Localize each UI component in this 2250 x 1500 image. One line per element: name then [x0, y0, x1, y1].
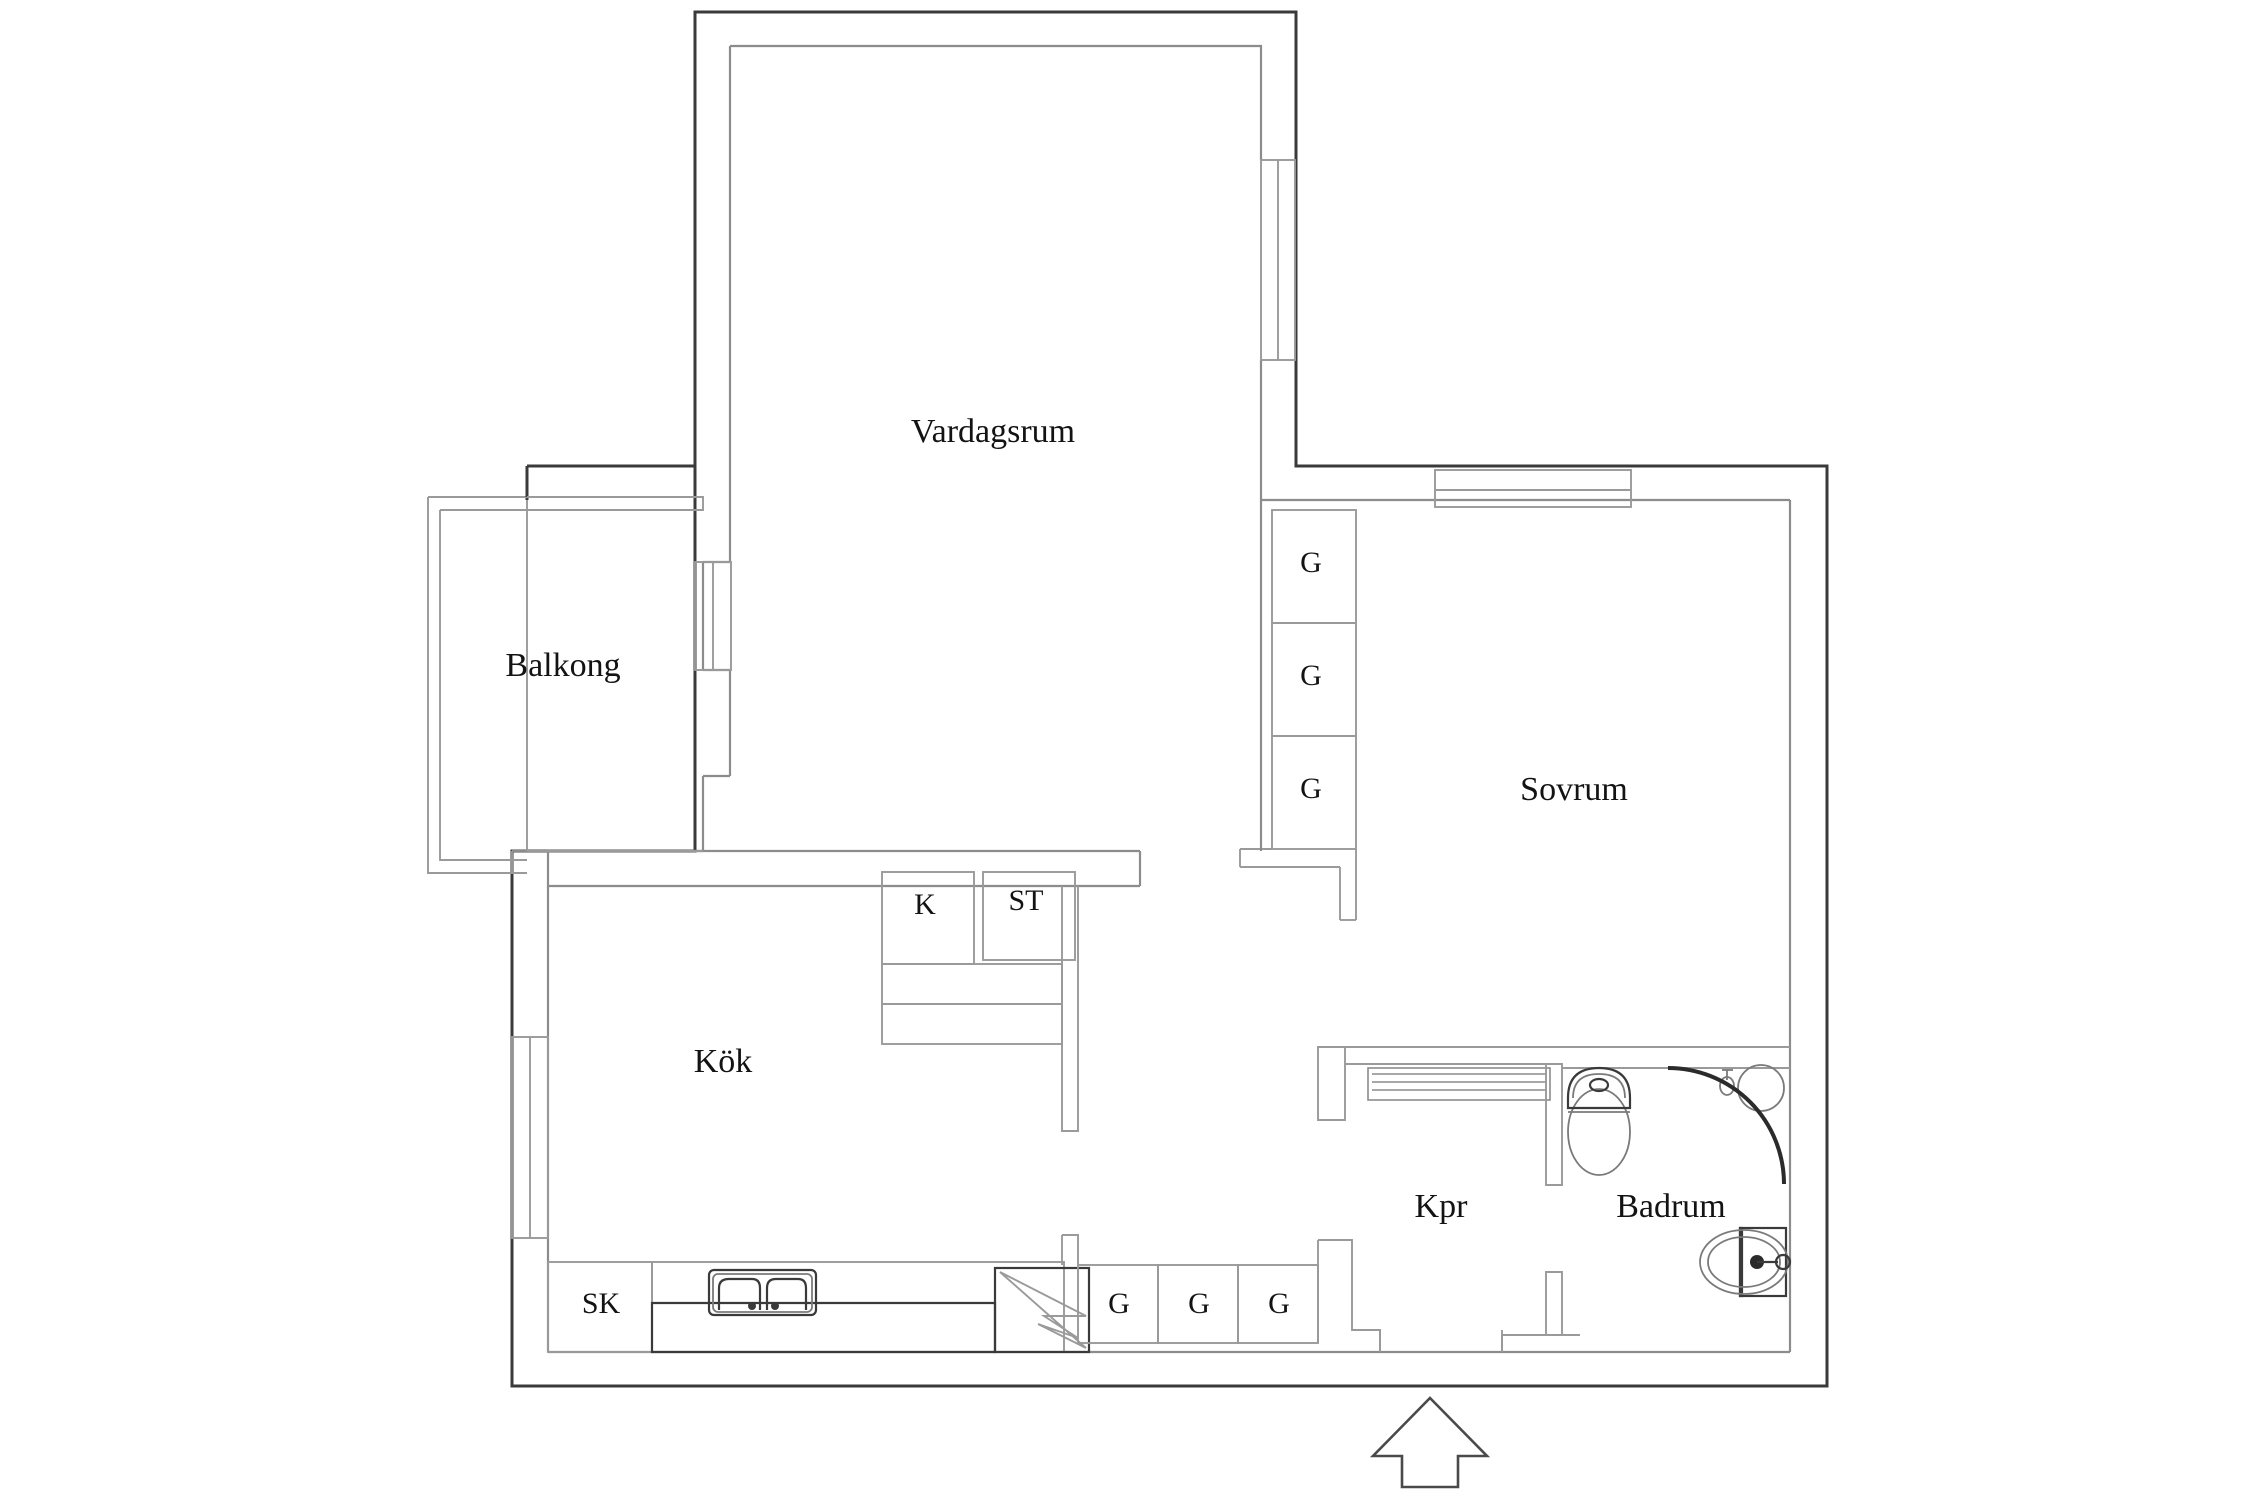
window-openings: [511, 159, 1632, 1239]
room-label-kok: Kök: [694, 1043, 753, 1080]
label-hall-wardrobe-3: G: [1268, 1287, 1290, 1320]
kitchen-window-west: [511, 1036, 549, 1239]
kitchen-freezer[interactable]: [982, 871, 1076, 961]
kitchen-counter-upper: [881, 963, 1063, 1005]
room-label-kpr: Kpr: [1415, 1188, 1469, 1225]
hall-wardrobe-group[interactable]: [1061, 1234, 1381, 1352]
kitchen-interior: [547, 871, 1091, 1354]
living-room-window-east: [1260, 159, 1296, 361]
kitchen-stove: [993, 1266, 1091, 1354]
room-label-balkong: Balkong: [505, 647, 620, 684]
balcony-structure: [427, 466, 704, 874]
hall-kpr: [1317, 1046, 1790, 1352]
bathroom-floordrain: [1737, 1064, 1785, 1112]
bedroom-wardrobe-3[interactable]: [1271, 735, 1357, 850]
label-kitchen-fridge: K: [914, 888, 936, 921]
label-kitchen-closet-sk: SK: [582, 1287, 621, 1320]
room-label-vardagsrum: Vardagsrum: [911, 413, 1075, 450]
bedroom-wardrobe-group[interactable]: [1239, 500, 1357, 921]
bathroom-interior: [1562, 1064, 1792, 1298]
kitchen-sink: [707, 1268, 818, 1317]
entrance-arrow-icon: [1369, 1396, 1491, 1489]
outer-wall-shell: [510, 10, 1829, 1388]
room-label-badrum: Badrum: [1616, 1188, 1726, 1225]
bathroom-washbasin: [1699, 1226, 1792, 1298]
label-hall-wardrobe-1: G: [1108, 1287, 1130, 1320]
label-bedroom-wardrobe-1: G: [1300, 546, 1322, 579]
entrance-door[interactable]: [1379, 1330, 1503, 1352]
kitchen-counter-lower: [881, 1003, 1063, 1045]
label-kitchen-freezer: ST: [1008, 884, 1043, 917]
label-bedroom-wardrobe-3: G: [1300, 772, 1322, 805]
room-labels: Vardagsrum Balkong Sovrum Kök Kpr Badrum: [505, 413, 1725, 1225]
label-bedroom-wardrobe-2: G: [1300, 659, 1322, 692]
bathroom-door[interactable]: [1667, 1066, 1786, 1185]
label-hall-wardrobe-2: G: [1188, 1287, 1210, 1320]
inner-wall-lines: [512, 44, 1792, 1354]
hall-radiator: [1367, 1067, 1551, 1101]
bathroom-tap: [1719, 1069, 1735, 1096]
balcony-door: [694, 561, 732, 671]
bedroom-window-north: [1434, 469, 1632, 508]
storage-labels: G G G K ST SK G G G: [582, 546, 1322, 1320]
bathroom-toilet: [1566, 1066, 1632, 1176]
room-label-sovrum: Sovrum: [1520, 771, 1628, 808]
